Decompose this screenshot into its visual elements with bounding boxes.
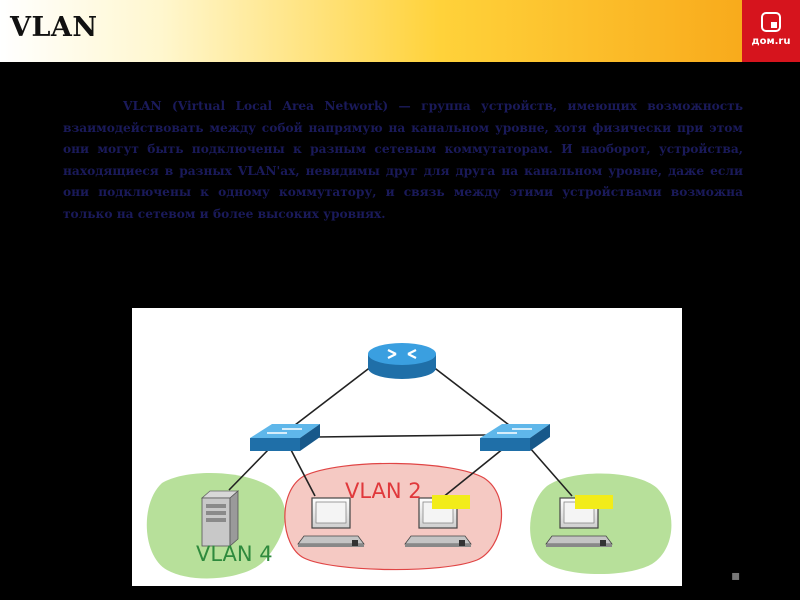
vlan4-region-right — [530, 473, 672, 575]
slide-header: VLAN дом.ru — [0, 0, 800, 62]
computer-icon — [297, 497, 365, 547]
logo-icon — [761, 12, 781, 32]
vlan4-label: VLAN 4 — [196, 542, 273, 566]
switch-icon — [250, 424, 320, 451]
vlan-tag-marker — [575, 495, 613, 509]
logo-text: дом.ru — [751, 36, 791, 47]
page-marker: ▪ — [731, 568, 741, 584]
vlan-tag-marker — [432, 495, 470, 509]
network-diagram: VLAN 2 VLAN 4 — [132, 308, 682, 586]
switch-icon — [480, 424, 550, 451]
brand-logo: дом.ru — [742, 0, 800, 62]
slide-body-text: VLAN (Virtual Local Area Network) — груп… — [63, 99, 743, 221]
slide-title: VLAN — [10, 12, 98, 43]
vlan2-label: VLAN 2 — [345, 479, 422, 503]
network-links — [228, 365, 573, 499]
server-icon — [200, 490, 240, 547]
router-icon — [368, 343, 436, 379]
